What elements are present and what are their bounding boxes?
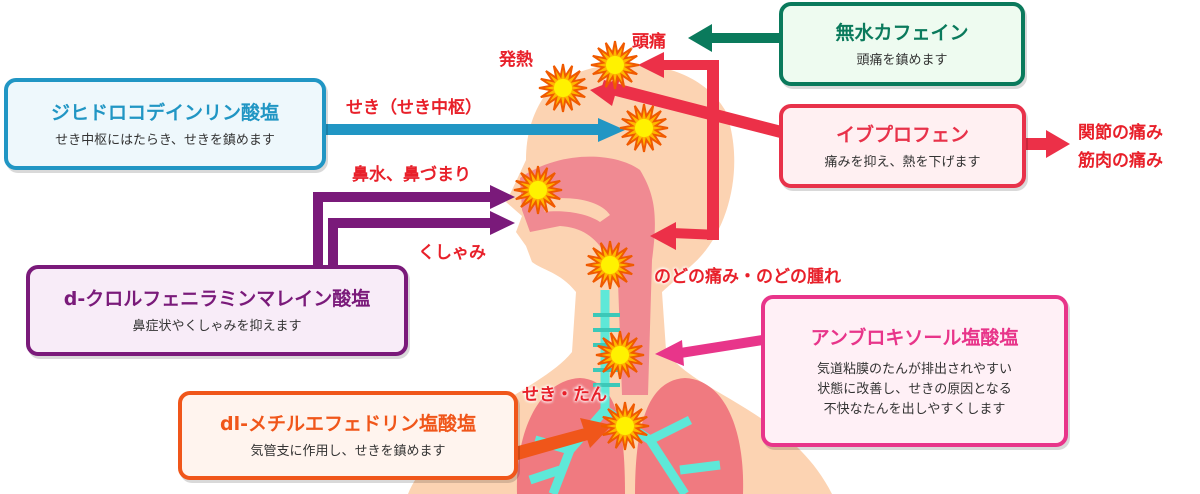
- starburst-center: [529, 181, 547, 199]
- label-headache: 頭痛: [632, 32, 666, 52]
- ephedrine-box: dl-メチルエフェドリン塩酸塩 気管支に作用し、せきを鎮めます: [178, 391, 518, 480]
- label-cough-center: せき（せき中枢）: [346, 98, 482, 118]
- starburst-center: [611, 346, 629, 364]
- ambroxol-title: アンブロキソール塩酸塩: [810, 326, 1019, 349]
- starburst-center: [554, 79, 572, 97]
- codeine-desc: せき中枢にはたらき、せきを鎮めます: [55, 132, 275, 148]
- ambroxol-arrow: [655, 335, 763, 366]
- ephedrine-desc: 気管支に作用し、せきを鎮めます: [250, 444, 446, 459]
- caffeine-box: 無水カフェイン 頭痛を鎮めます: [779, 2, 1025, 86]
- ambroxol-box: アンブロキソール塩酸塩 気道粘膜のたんが排出されやすい 状態に改善し、せきの原因…: [761, 295, 1068, 447]
- starburst-center: [601, 256, 619, 274]
- chlor-box: d-クロルフェニラミンマレイン酸塩 鼻症状やくしゃみを抑えます: [26, 265, 408, 356]
- codeine-arrow: [326, 118, 625, 142]
- ibuprofen-box: イブプロフェン 痛みを抑え、熱を下げます: [779, 104, 1026, 188]
- ambroxol-desc-2: 状態に改善し、せきの原因となる: [817, 381, 1012, 397]
- ambroxol-desc-3: 不快なたんを出しやすくします: [823, 401, 1006, 417]
- label-muscle: 筋肉の痛み: [1078, 151, 1163, 171]
- starburst-center: [635, 119, 653, 137]
- codeine-title: ジヒドロコデインリン酸塩: [50, 101, 279, 124]
- label-sneeze: くしゃみ: [418, 243, 486, 263]
- ibuprofen-desc: 痛みを抑え、熱を下げます: [824, 154, 981, 170]
- caffeine-arrow: [688, 24, 780, 52]
- label-fever: 発熱: [499, 50, 533, 70]
- label-throat: のどの痛み・のどの腫れ: [654, 267, 841, 287]
- label-cough-phlegm: せき・たん: [522, 385, 607, 405]
- ibuprofen-title: イブプロフェン: [835, 123, 969, 146]
- codeine-box: ジヒドロコデインリン酸塩 せき中枢にはたらき、せきを鎮めます: [4, 78, 326, 170]
- ibuprofen-arrows: [590, 52, 1070, 250]
- caffeine-title: 無水カフェイン: [835, 21, 969, 44]
- ephedrine-title: dl-メチルエフェドリン塩酸塩: [220, 413, 476, 435]
- chlor-arrows: [313, 185, 515, 267]
- caffeine-desc: 頭痛を鎮めます: [856, 52, 948, 68]
- chlor-title: d-クロルフェニラミンマレイン酸塩: [63, 288, 371, 310]
- label-joint: 関節の痛み: [1078, 123, 1163, 143]
- ambroxol-desc-1: 気道粘膜のたんが排出されやすい: [816, 361, 1012, 377]
- starburst-center: [616, 417, 634, 435]
- label-nose: 鼻水、鼻づまり: [352, 165, 471, 185]
- palate: [540, 198, 610, 222]
- starburst-center: [606, 56, 624, 74]
- chlor-desc: 鼻症状やくしゃみを抑えます: [132, 319, 302, 334]
